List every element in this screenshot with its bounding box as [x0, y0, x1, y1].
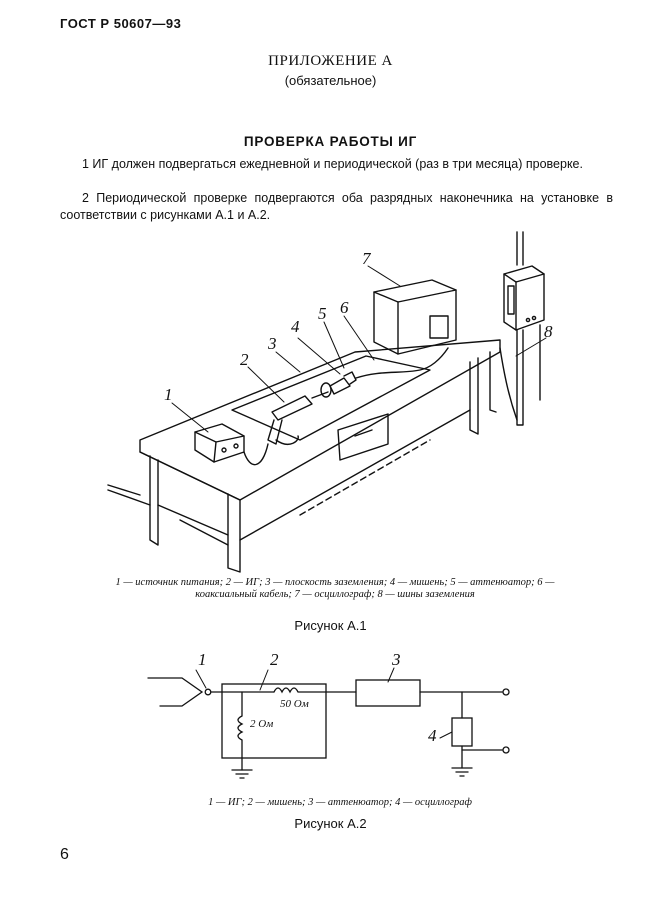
figure-a1-leaders: [171, 265, 547, 433]
ground-symbol-2: [451, 767, 473, 777]
annex-subtitle: (обязательное): [284, 73, 377, 88]
page-number: 6: [60, 846, 69, 863]
generator-symbol: [147, 677, 212, 707]
series-resistor: [273, 687, 327, 694]
output-terminal-1: [502, 688, 510, 696]
shunt-resistor: [237, 691, 244, 771]
output-terminal-2: [502, 746, 510, 754]
document-code: ГОСТ Р 50607—93: [60, 16, 182, 31]
esd-generator: [243, 391, 329, 466]
ground-plane: [231, 355, 431, 441]
ground-bus: [499, 231, 545, 426]
figure-a1-legend: 1 — источник питания; 2 — ИГ; 3 — плоско…: [115, 577, 555, 600]
target-box: [221, 683, 327, 759]
oscilloscope-box: [451, 717, 473, 747]
table: [107, 339, 501, 573]
oscilloscope: [373, 279, 457, 355]
section-title: ПРОВЕРКА РАБОТЫ ИГ: [243, 134, 418, 149]
coax-cable: [355, 347, 449, 379]
attenuator-box: [355, 679, 421, 707]
paragraph-1: 1 ИГ должен подвергаться ежедневной и пе…: [82, 157, 583, 171]
paragraph-2: 2 Периодической проверке подвергаются об…: [60, 191, 613, 222]
figure-a2-caption: Рисунок А.2: [294, 816, 367, 831]
annex-title: ПРИЛОЖЕНИЕ А: [268, 53, 393, 69]
target-attenuator: [320, 371, 357, 398]
figure-a1-caption: Рисунок А.1: [294, 618, 367, 633]
figure-a2-legend: 1 — ИГ; 2 — мишень; 3 — аттенюатор; 4 — …: [208, 797, 472, 808]
figure-a2-leaders: [195, 667, 453, 739]
ground-symbol-1: [231, 769, 253, 779]
